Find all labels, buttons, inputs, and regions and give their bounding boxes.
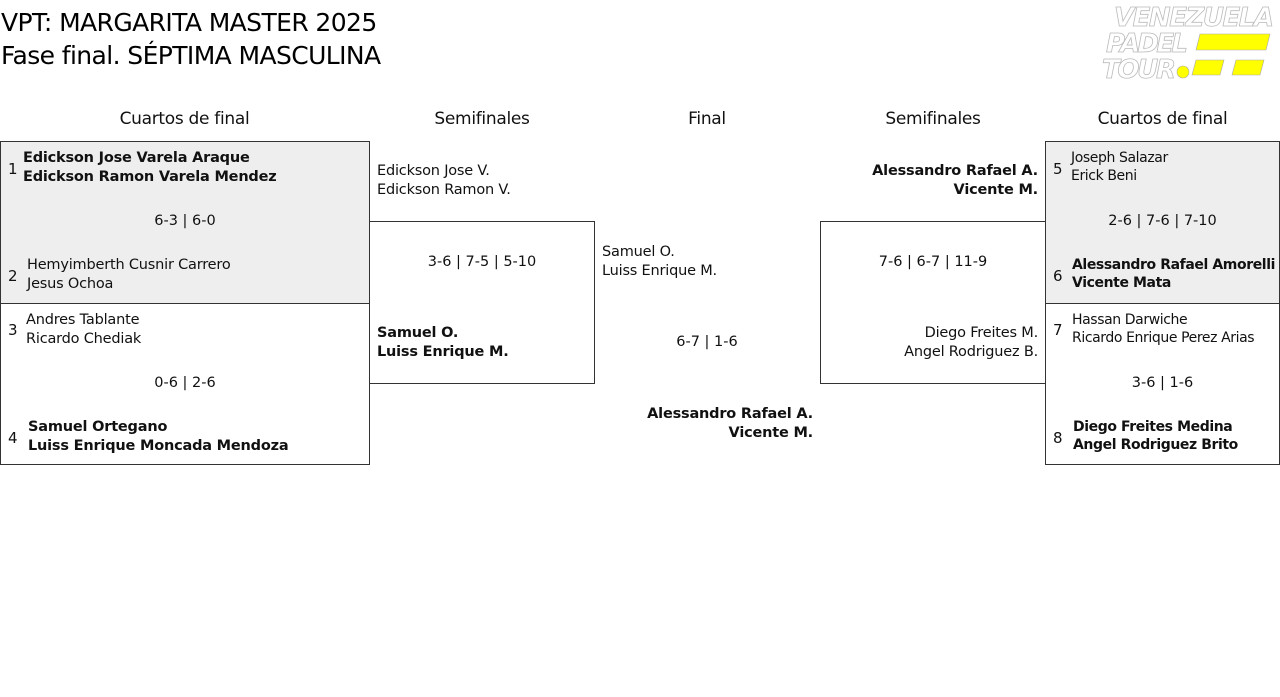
seed: 6	[1053, 267, 1063, 285]
player: Hassan Darwiche	[1072, 312, 1188, 328]
page-subtitle: Fase final. SÉPTIMA MASCULINA	[1, 41, 381, 70]
player: Luiss Enrique M.	[377, 344, 509, 360]
sf-left-team-bottom: Samuel O. Luiss Enrique M.	[377, 324, 509, 362]
player: Joseph Salazar	[1071, 150, 1168, 166]
player: Diego Freites M.	[924, 325, 1039, 341]
player: Edickson Ramon Varela Mendez	[23, 169, 277, 185]
round-header-sf-left: Semifinales	[434, 109, 530, 129]
player: Alessandro Rafael A.	[872, 163, 1038, 179]
match-score: 0-6 | 2-6	[154, 375, 216, 391]
round-header-qf-right: Cuartos de final	[1097, 109, 1228, 129]
player: Luiss Enrique Moncada Mendoza	[28, 438, 289, 454]
player: Edickson Jose V.	[377, 163, 490, 179]
match-score: 3-6 | 1-6	[1131, 375, 1194, 391]
player: Ricardo Chediak	[26, 331, 142, 347]
final-team-top: Samuel O. Luiss Enrique M.	[602, 243, 717, 281]
svg-text:TOUR: TOUR	[1102, 55, 1176, 80]
player: Alessandro Rafael Amorelli	[1072, 257, 1275, 273]
seed: 8	[1053, 429, 1063, 447]
player: Diego Freites Medina	[1073, 419, 1233, 435]
match-sf-right[interactable]: 7-6 | 6-7 | 11-9 Diego Freites M. Angel R…	[820, 221, 1046, 384]
match-score: 7-6 | 6-7 | 11-9	[878, 254, 988, 270]
player: Vicente M.	[953, 182, 1039, 198]
player: Andres Tablante	[26, 312, 140, 328]
match-score: 6-3 | 6-0	[154, 213, 216, 229]
venezuela-padel-tour-logo: VENEZUELA PADEL TOUR	[1102, 3, 1275, 80]
player: Samuel O.	[602, 244, 675, 260]
final-score: 6-7 | 1-6	[676, 334, 738, 350]
match-score: 2-6 | 7-6 | 7-10	[1108, 213, 1217, 229]
seed: 4	[8, 429, 18, 447]
player: Ricardo Enrique Perez Arias	[1072, 330, 1255, 346]
seed: 2	[8, 267, 18, 285]
sf-right-team-bottom: Diego Freites M. Angel Rodriguez B.	[904, 324, 1038, 362]
player: Luiss Enrique M.	[602, 263, 717, 279]
player: Jesus Ochoa	[27, 276, 114, 292]
seed: 5	[1053, 160, 1063, 178]
sf-left-team-top: Edickson Jose V. Edickson Ramon V.	[377, 162, 511, 200]
player: Edickson Jose Varela Araque	[23, 150, 250, 166]
player: Alessandro Rafael A.	[647, 406, 813, 422]
player: Edickson Ramon V.	[377, 182, 511, 198]
player: Erick Beni	[1071, 168, 1137, 184]
round-header-qf-left: Cuartos de final	[119, 109, 250, 129]
player: Samuel Ortegano	[28, 419, 168, 435]
player: Vicente M.	[728, 425, 814, 441]
match-score: 3-6 | 7-5 | 5-10	[427, 254, 537, 270]
round-header-final: Final	[688, 109, 726, 129]
page-title: VPT: MARGARITA MASTER 2025	[1, 8, 377, 37]
player: Samuel O.	[377, 325, 459, 341]
player: Angel Rodriguez Brito	[1073, 437, 1238, 453]
final-team-bottom: Alessandro Rafael A. Vicente M.	[647, 405, 813, 443]
svg-text:PADEL: PADEL	[1106, 29, 1188, 59]
round-header-sf-right: Semifinales	[885, 109, 981, 129]
seed: 7	[1053, 321, 1063, 339]
player: Hemyimberth Cusnir Carrero	[27, 257, 231, 273]
svg-text:VENEZUELA: VENEZUELA	[1114, 3, 1274, 33]
match-sf-left[interactable]: 3-6 | 7-5 | 5-10 Samuel O. Luiss Enrique …	[369, 221, 595, 384]
player: Angel Rodriguez B.	[904, 344, 1038, 360]
seed: 1	[8, 160, 18, 178]
seed: 3	[8, 321, 18, 339]
sf-right-team-top: Alessandro Rafael A. Vicente M.	[872, 162, 1038, 200]
player: Vicente Mata	[1072, 275, 1171, 291]
